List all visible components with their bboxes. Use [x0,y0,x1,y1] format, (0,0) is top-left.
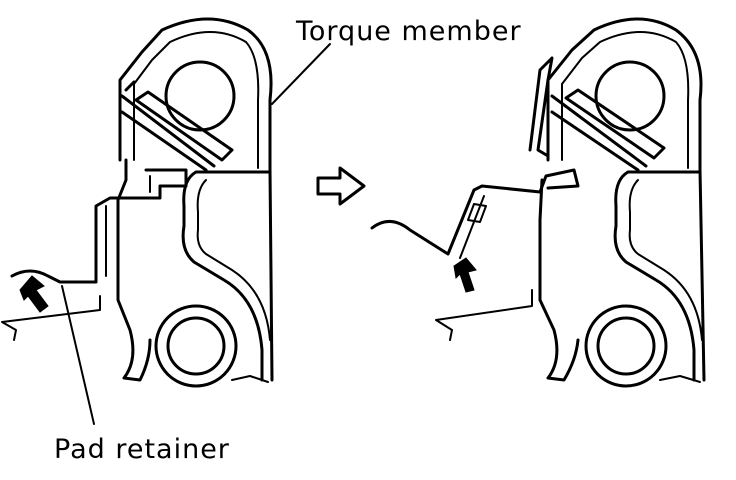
right-diagonal-slot [564,88,666,160]
right-diagonal-bracket [550,94,648,172]
left-torque-member-outline [118,17,274,382]
right-torque-member-inner-band [561,31,690,169]
left-base-detail [231,375,269,383]
left-diagonal-bracket [120,80,216,172]
left-diagonal-slot [134,90,234,162]
right-lower-body-inner [628,179,703,341]
right-push-arrow-icon [453,257,477,293]
left-pad-retainer [10,168,188,284]
torque-member-label: Torque member [296,16,522,47]
right-torque-member-bore [594,60,666,132]
left-pad-retainer-leader [61,285,95,425]
right-base-detail [659,375,701,383]
torque-member-leader [271,43,331,105]
left-torque-member-bore [164,60,236,132]
right-surface-line [435,289,533,341]
right-pad-retainer-inner [459,195,487,259]
right-lower-outline [538,178,580,382]
left-torque-member-inner-band [133,31,260,169]
right-pad-retainer [370,168,580,256]
left-pad-retainer-inner [105,175,151,277]
right-torque-member-outline [546,17,706,382]
left-assembly-before [1,17,331,425]
left-surface-line [1,295,101,341]
left-lower-bore-outer [154,304,238,388]
left-lower-outline [116,158,152,382]
left-lower-body [181,170,272,382]
right-assembly-after [231,17,706,388]
left-lower-bore [166,316,226,376]
transition-arrow-icon [316,166,366,206]
right-lower-bore-outer [584,304,668,388]
right-retainer-clip [528,56,554,158]
pad-retainer-label: Pad retainer [54,434,230,465]
left-lower-body-inner [196,179,271,341]
right-lower-body [613,170,702,382]
right-lower-bore [596,316,656,376]
left-push-arrow-icon [19,275,49,313]
